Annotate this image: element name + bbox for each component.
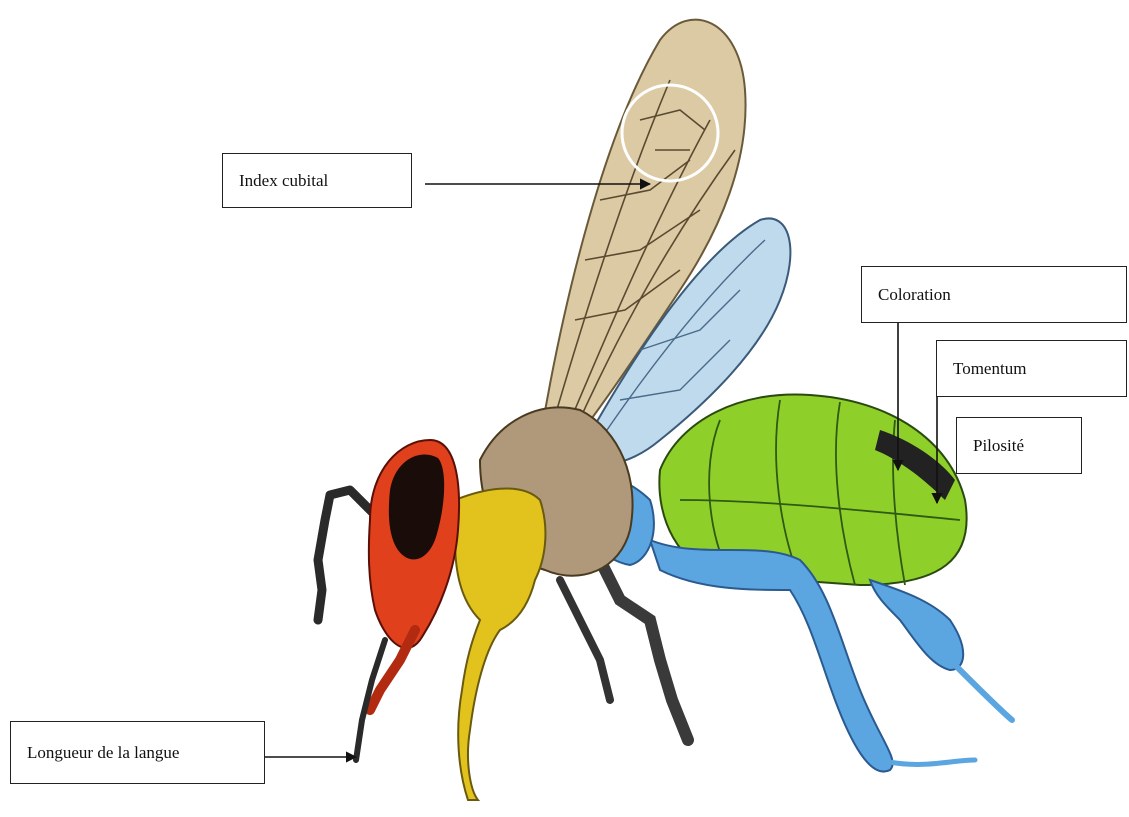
hind-leg-blue-2 xyxy=(870,580,963,670)
leg-tip-2 xyxy=(880,760,975,764)
label-coloration: Coloration xyxy=(861,266,1127,323)
label-pilosite: Pilosité xyxy=(956,417,1082,474)
label-pilosite-text: Pilosité xyxy=(973,436,1024,456)
label-index-cubital: Index cubital xyxy=(222,153,412,208)
label-longueur-langue-text: Longueur de la langue xyxy=(27,743,179,763)
hind-leg xyxy=(600,560,688,740)
label-index-cubital-text: Index cubital xyxy=(239,171,328,191)
hind-leg-2 xyxy=(560,580,610,700)
label-longueur-langue: Longueur de la langue xyxy=(10,721,265,784)
leg-tip xyxy=(955,665,1012,720)
label-coloration-text: Coloration xyxy=(878,285,951,305)
label-tomentum-text: Tomentum xyxy=(953,359,1026,379)
front-leg-yellow xyxy=(455,488,545,800)
label-tomentum: Tomentum xyxy=(936,340,1127,397)
